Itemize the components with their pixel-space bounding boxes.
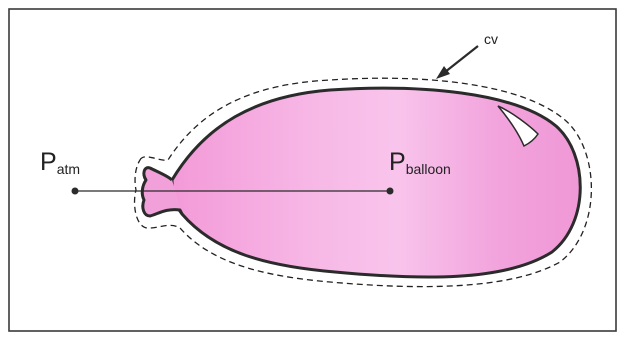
p-atm-label-main: P	[40, 148, 57, 176]
p-atm-point	[72, 188, 79, 195]
p-atm-label-sub: atm	[57, 161, 80, 177]
balloon-body	[172, 88, 580, 277]
p-balloon-label-main: P	[389, 148, 406, 176]
cv-arrow-head	[436, 66, 450, 79]
p-balloon-label: Pballoon	[389, 150, 451, 175]
cv-label: cv	[484, 32, 498, 46]
p-balloon-point	[387, 188, 394, 195]
p-atm-label: Patm	[40, 150, 80, 175]
p-balloon-label-sub: balloon	[406, 161, 451, 177]
